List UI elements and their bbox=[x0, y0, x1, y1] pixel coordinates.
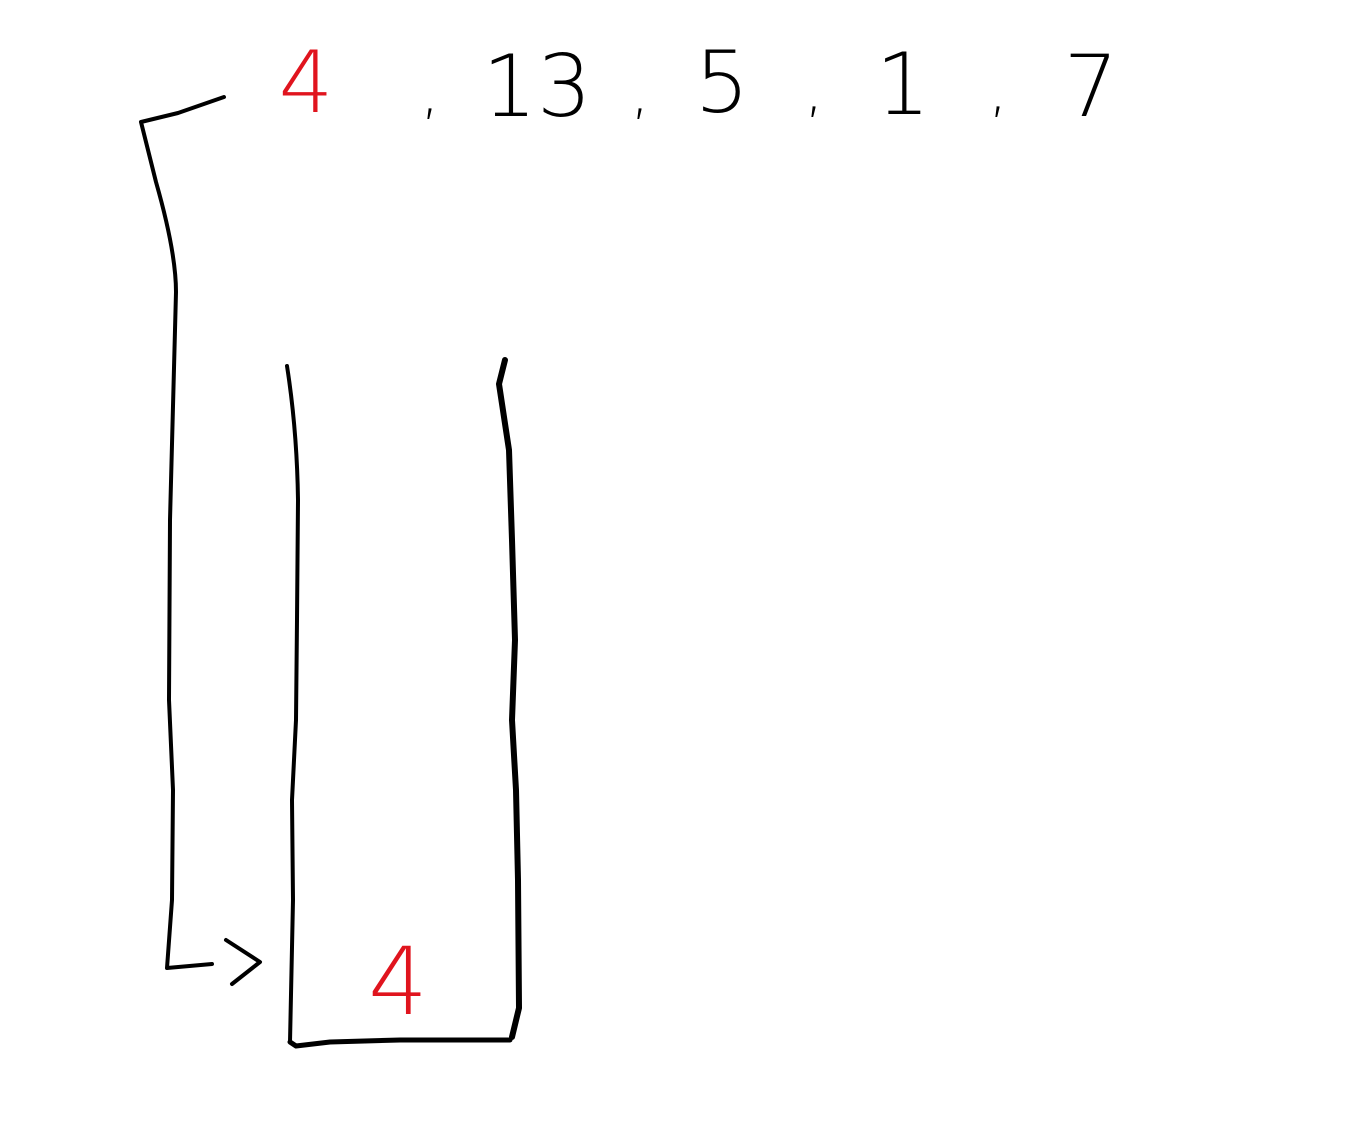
sequence-separator: , bbox=[804, 55, 823, 125]
push-arrow-head bbox=[224, 938, 262, 986]
stack-container bbox=[285, 357, 522, 1049]
sequence-item: 13 bbox=[482, 37, 591, 137]
stack-base bbox=[287, 1037, 513, 1049]
stack-item: 4 bbox=[368, 928, 428, 1037]
sequence-item-highlighted: 4 bbox=[279, 33, 334, 133]
sequence-separator: , bbox=[988, 55, 1007, 125]
push-arrow bbox=[139, 95, 262, 986]
sequence-separator: , bbox=[630, 57, 649, 127]
sequence-item: 7 bbox=[1064, 37, 1119, 137]
sequence-item: 5 bbox=[695, 33, 750, 133]
sequence-item: 1 bbox=[876, 35, 931, 135]
sequence-separator: , bbox=[420, 57, 439, 127]
stack-wall-right bbox=[496, 357, 522, 1040]
stack-wall-left bbox=[285, 364, 300, 1044]
push-arrow-line bbox=[139, 95, 226, 970]
input-sequence: 4 , 13 , 5 , 1 , 7 bbox=[279, 33, 1119, 137]
stack-items: 4 bbox=[368, 928, 428, 1037]
